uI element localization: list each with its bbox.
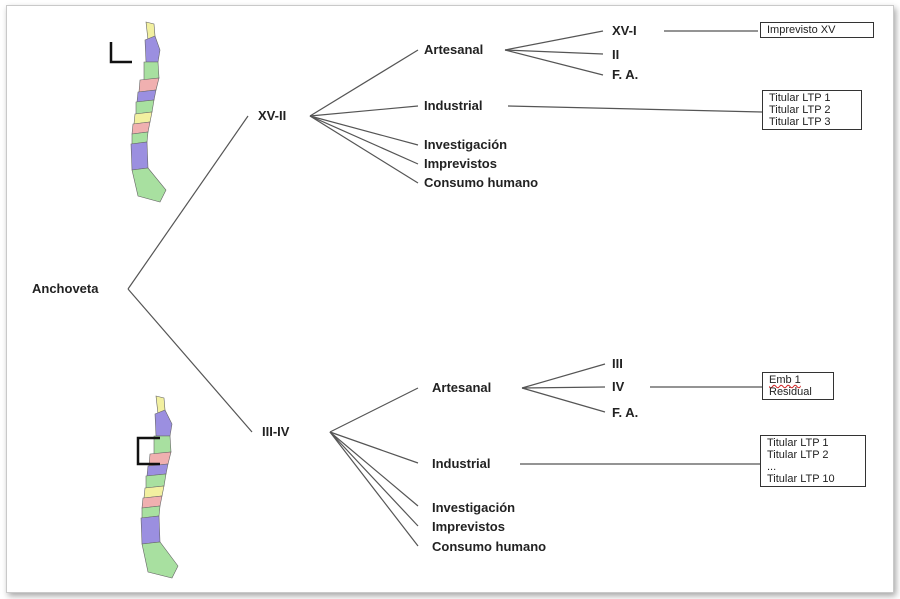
edge-root-north [127,115,249,290]
edge-north-art-1 [504,30,604,51]
south-industrial-box-line-2: Titular LTP 2 [767,449,829,461]
north-imprevistos-label: Imprevistos [424,156,497,171]
south-artesanal-sub-2: IV [612,379,625,394]
edge-north-industrial [309,105,419,117]
south-consumo-label: Consumo humano [432,539,547,554]
south-industrial-label: Industrial [432,456,491,471]
north-artesanal-box-line-1: Imprevisto XV [767,24,836,36]
south-artesanal-label: Artesanal [432,380,492,395]
chile-map-north-icon [109,21,167,203]
zone-north-label: XV-II [258,108,287,123]
south-artesanal-sub-1: III [612,356,623,371]
root-label: Anchoveta [32,281,99,296]
north-industrial-box-line-2: Titular LTP 2 [769,104,831,116]
edge-north-investigacion [309,115,419,146]
north-artesanal-sub-3: F. A. [612,67,639,82]
north-industrial-box: Titular LTP 1 Titular LTP 2 Titular LTP … [762,90,862,130]
north-industrial-box-line-3: Titular LTP 3 [769,116,831,128]
edge-north-art-2 [504,49,604,55]
edge-root-south [127,288,253,433]
edge-south-art-1 [521,363,606,389]
edge-north-imprevistos [309,115,419,165]
north-artesanal-sub-2: II [612,47,620,62]
south-artesanal-box: Emb 1 Residual [762,372,834,400]
edge-south-consumo [329,431,419,547]
edge-north-art-3 [504,49,604,76]
south-artesanal-box-line-2: Residual [769,386,812,398]
edge-north-artesanal [309,49,419,117]
north-investigacion-label: Investigación [424,137,508,152]
north-artesanal-box: Imprevisto XV [760,22,874,38]
edge-south-investigacion [329,431,419,507]
edge-south-artesanal [329,387,419,433]
north-artesanal-sub-1: XV-I [612,23,637,38]
south-artesanal-box-line-1: Emb 1 [769,374,801,386]
edge-south-imprevistos [329,431,419,527]
zone-south-label: III-IV [262,424,290,439]
edge-south-art-2 [521,386,606,389]
south-investigacion-label: Investigación [432,500,516,515]
south-imprevistos-label: Imprevistos [432,519,505,534]
south-industrial-box: Titular LTP 1 Titular LTP 2 ... Titular … [760,435,866,487]
north-artesanal-label: Artesanal [424,42,484,57]
north-industrial-box-line-1: Titular LTP 1 [769,92,831,104]
edge-south-industrial [329,431,419,464]
north-consumo-label: Consumo humano [424,175,539,190]
south-industrial-box-line-4: Titular LTP 10 [767,473,835,485]
edge-north-consumo [309,115,419,184]
south-artesanal-sub-3: F. A. [612,405,639,420]
edge-north-industrial-box [507,105,763,113]
north-industrial-label: Industrial [424,98,483,113]
south-industrial-box-line-3: ... [767,461,777,473]
chile-map-south-icon [136,395,179,579]
south-industrial-box-line-1: Titular LTP 1 [767,437,829,449]
edge-south-art-3 [521,387,606,413]
